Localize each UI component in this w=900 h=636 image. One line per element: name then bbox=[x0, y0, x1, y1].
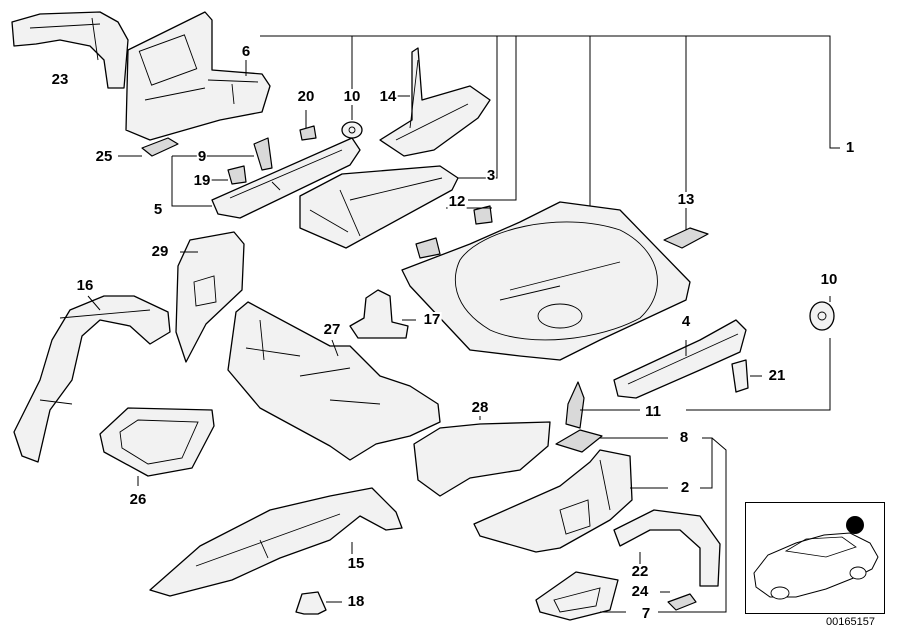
part-14[interactable] bbox=[379, 47, 491, 157]
callout-27[interactable]: 27 bbox=[322, 321, 342, 338]
callout-3[interactable]: 3 bbox=[485, 167, 497, 184]
part-27[interactable] bbox=[227, 301, 441, 461]
part-13[interactable] bbox=[663, 227, 709, 249]
callout-28[interactable]: 28 bbox=[470, 399, 490, 416]
part-17[interactable] bbox=[349, 289, 409, 339]
callout-25[interactable]: 25 bbox=[94, 148, 114, 165]
callout-20[interactable]: 20 bbox=[296, 88, 316, 105]
callout-26[interactable]: 26 bbox=[128, 491, 148, 508]
callout-29[interactable]: 29 bbox=[150, 243, 170, 260]
callout-22[interactable]: 22 bbox=[630, 563, 650, 580]
part-24[interactable] bbox=[667, 593, 697, 611]
part-2[interactable] bbox=[473, 449, 633, 553]
callout-23[interactable]: 23 bbox=[50, 71, 70, 88]
callout-21[interactable]: 21 bbox=[767, 367, 787, 384]
part-7[interactable] bbox=[535, 571, 619, 621]
callout-16[interactable]: 16 bbox=[75, 277, 95, 294]
part-3[interactable] bbox=[299, 165, 459, 249]
callout-8[interactable]: 8 bbox=[678, 429, 690, 446]
figure-id: 00165157 bbox=[826, 616, 875, 628]
callout-19[interactable]: 19 bbox=[192, 172, 212, 189]
callout-11[interactable]: 11 bbox=[644, 403, 662, 420]
callout-13[interactable]: 13 bbox=[676, 191, 696, 208]
part-23[interactable] bbox=[11, 11, 129, 89]
part-25[interactable] bbox=[141, 137, 179, 157]
location-marker bbox=[846, 516, 864, 534]
part-15[interactable] bbox=[149, 487, 403, 597]
callout-6[interactable]: 6 bbox=[240, 43, 252, 60]
part-16[interactable] bbox=[13, 295, 171, 463]
callout-2[interactable]: 2 bbox=[679, 479, 691, 496]
part-22[interactable] bbox=[613, 509, 721, 587]
callout-24[interactable]: 24 bbox=[630, 583, 650, 600]
part-29[interactable] bbox=[175, 231, 245, 363]
part-18[interactable] bbox=[295, 591, 327, 615]
part-10-right[interactable] bbox=[809, 301, 835, 331]
part-21[interactable] bbox=[731, 359, 749, 393]
part-12[interactable] bbox=[415, 205, 493, 259]
part-4[interactable] bbox=[613, 319, 747, 399]
part-1-floor[interactable] bbox=[401, 201, 691, 361]
callout-17[interactable]: 17 bbox=[422, 311, 442, 328]
callout-12[interactable]: 12 bbox=[447, 193, 467, 210]
callout-15[interactable]: 15 bbox=[346, 555, 366, 572]
callout-10-upper[interactable]: 10 bbox=[342, 88, 362, 105]
callout-10-right[interactable]: 10 bbox=[819, 271, 839, 288]
part-25-panel[interactable] bbox=[125, 11, 271, 141]
part-11[interactable] bbox=[565, 381, 585, 429]
callout-9[interactable]: 9 bbox=[196, 148, 208, 165]
part-10-upper[interactable] bbox=[341, 121, 363, 139]
callout-7[interactable]: 7 bbox=[640, 605, 652, 622]
locator-inset bbox=[745, 502, 885, 614]
callout-1[interactable]: 1 bbox=[844, 139, 856, 156]
car-silhouette bbox=[753, 516, 879, 600]
part-28[interactable] bbox=[413, 421, 551, 497]
callout-18[interactable]: 18 bbox=[346, 593, 366, 610]
part-26[interactable] bbox=[99, 407, 215, 477]
callout-4[interactable]: 4 bbox=[680, 313, 692, 330]
callout-14[interactable]: 14 bbox=[378, 88, 398, 105]
part-8[interactable] bbox=[555, 429, 603, 453]
callout-5[interactable]: 5 bbox=[152, 201, 164, 218]
